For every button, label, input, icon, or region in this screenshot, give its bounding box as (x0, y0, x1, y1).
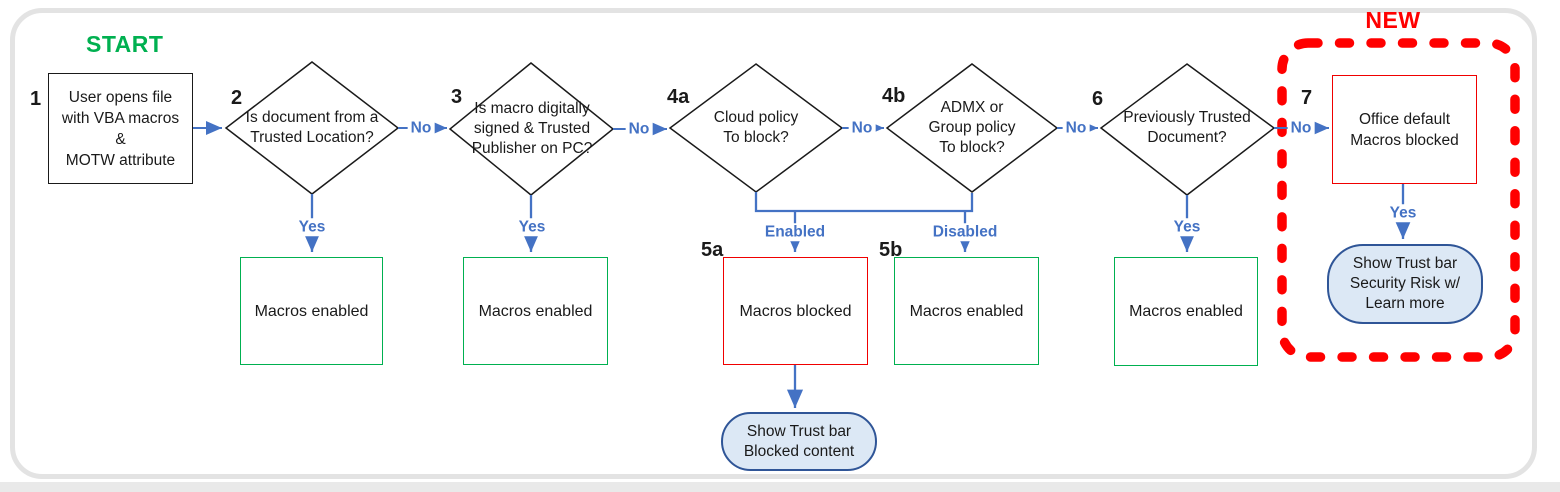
new-highlight-dashed-border (1277, 38, 1520, 362)
decision-3-label: Is macro digitally signed & Trusted Publ… (471, 100, 593, 157)
outcome-macros-enabled-3-text: Macros enabled (478, 302, 593, 320)
step-5a-macros-blocked-box: Macros blocked (723, 257, 868, 365)
trustbar-blocked-text: Show Trust bar Blocked content (743, 422, 855, 460)
step-4b-number: 4b (882, 85, 906, 107)
trustbar-security-text: Show Trust bar Security Risk w/ Learn mo… (1349, 255, 1461, 312)
step-7-office-default-box: Office default Macros blocked (1332, 75, 1477, 184)
edge-label-yes-7: Yes (1386, 204, 1420, 222)
edge-label-no-3: No (625, 120, 653, 138)
edge-label-yes-6: Yes (1170, 218, 1204, 236)
decision-4b-diamond (885, 63, 1059, 193)
step-3-number: 3 (451, 86, 463, 108)
trustbar-blocked-pill: Show Trust bar Blocked content (721, 412, 877, 471)
outcome-macros-enabled-6-text: Macros enabled (1129, 303, 1243, 320)
trustbar-security-pill: Show Trust bar Security Risk w/ Learn mo… (1327, 244, 1483, 324)
step-1-number: 1 (30, 88, 42, 110)
outcome-macros-enabled-2-text: Macros enabled (254, 302, 369, 320)
edge-label-disabled-5b: Disabled (929, 223, 1001, 241)
edge-label-no-4a: No (848, 119, 876, 137)
edge-label-yes-3: Yes (515, 218, 549, 236)
policy-bus-line (754, 192, 974, 213)
bottom-strip (0, 482, 1560, 492)
step-5b-number: 5b (879, 239, 903, 261)
start-label: START (86, 31, 164, 57)
step-7-text: Office default Macros blocked (1350, 110, 1459, 149)
step-5b-macros-enabled-box: Macros enabled (894, 257, 1039, 365)
edge-label-no-6: No (1287, 119, 1315, 137)
step-1-box: User opens file with VBA macros & MOTW a… (48, 73, 193, 184)
new-label: NEW (1365, 7, 1421, 33)
edge-label-yes-2: Yes (295, 218, 329, 236)
decision-2-label: Is document from a Trusted Location? (245, 109, 379, 146)
step-5b-text: Macros enabled (909, 302, 1024, 320)
step-2-number: 2 (231, 87, 243, 109)
step-5a-text: Macros blocked (739, 302, 852, 320)
step-4a-number: 4a (667, 86, 690, 108)
edge-label-enabled-5a: Enabled (761, 223, 829, 241)
step-6-number: 6 (1092, 88, 1104, 110)
step-5a-number: 5a (701, 239, 724, 261)
step-1-text: User opens file with VBA macros & MOTW a… (61, 88, 180, 169)
decision-6-label: Previously Trusted Document? (1123, 109, 1251, 146)
outcome-macros-enabled-6: Macros enabled (1114, 257, 1258, 366)
edge-label-no-2: No (407, 119, 435, 137)
edge-label-no-4b: No (1062, 119, 1090, 137)
outcome-macros-enabled-2: Macros enabled (240, 257, 383, 365)
page-border (10, 8, 1537, 479)
decision-4b-label: ADMX or Group policy To block? (928, 99, 1016, 156)
decision-4a-label: Cloud policy To block? (713, 109, 799, 146)
outcome-macros-enabled-3: Macros enabled (463, 257, 608, 365)
step-7-number: 7 (1301, 87, 1313, 109)
